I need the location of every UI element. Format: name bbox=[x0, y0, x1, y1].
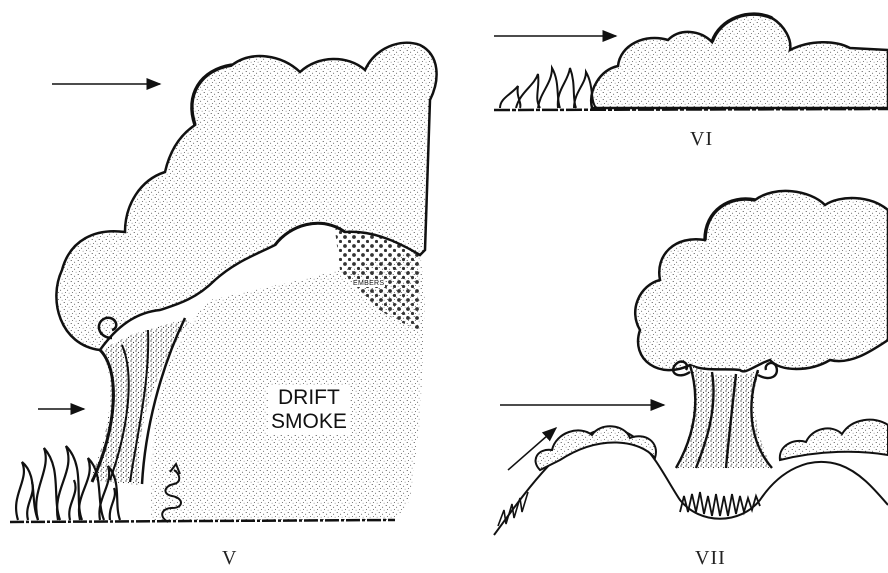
convection-column-cloud-vii bbox=[635, 191, 888, 371]
panel-label-vii: VII bbox=[695, 547, 726, 570]
convection-column-stem-vii bbox=[676, 365, 772, 468]
embers-label: EMBERS bbox=[352, 280, 385, 287]
panel-vii bbox=[494, 191, 888, 535]
panel-vi bbox=[494, 14, 888, 110]
flames-vi bbox=[500, 68, 596, 108]
drift-smoke-label-line2: SMOKE bbox=[271, 410, 347, 434]
hill-smoke-right-vii bbox=[780, 420, 888, 460]
panel-label-vi: VI bbox=[690, 128, 713, 151]
drift-smoke-label: DRIFT SMOKE bbox=[268, 385, 350, 435]
hill-smoke-left-vii bbox=[536, 426, 656, 470]
ground-line-v bbox=[10, 520, 395, 522]
flames-vii bbox=[680, 492, 760, 516]
drift-smoke-label-line1: DRIFT bbox=[271, 386, 347, 410]
smoke-layer-vi bbox=[591, 14, 888, 108]
panel-label-v: V bbox=[222, 547, 237, 570]
